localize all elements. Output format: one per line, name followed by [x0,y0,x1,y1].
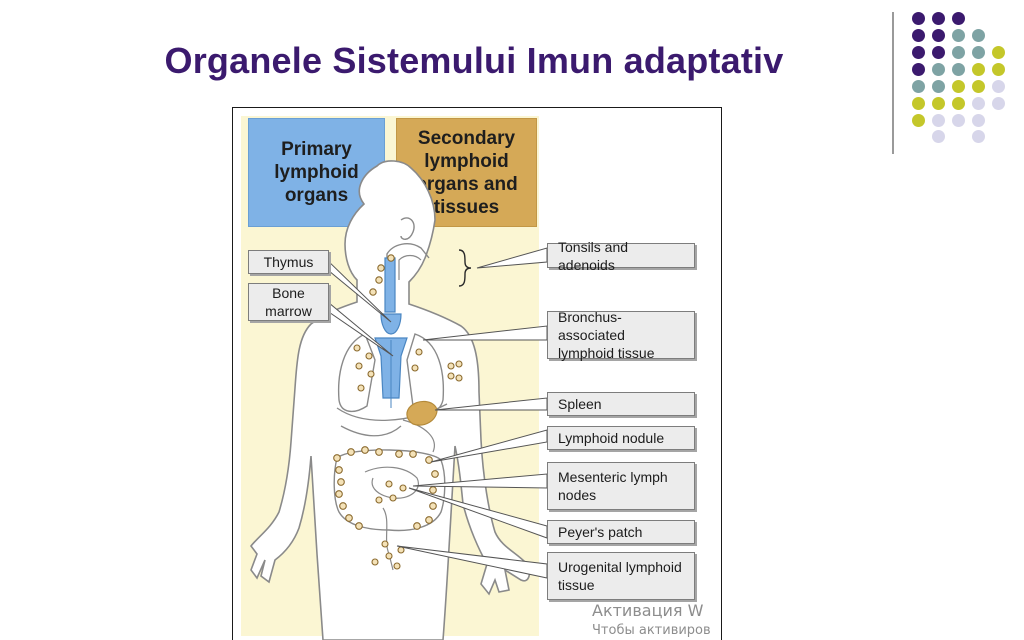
label-lymphoid-nodule: Lymphoid nodule [547,426,695,450]
airway-outline [386,243,430,276]
spleen-shape [406,400,438,426]
lymph-node-dots [333,254,463,570]
label-bronchus-associated-lymphoid-tissue: Bronchus-associated lymphoid tissue [547,309,695,361]
decorative-dot-grid [908,8,1018,143]
label-tonsils-adenoids: Tonsils and adenoids [547,239,695,273]
body-outline [249,160,531,640]
title-divider-line [892,12,894,154]
watermark-line-2: Чтобы активиров [592,623,711,638]
slide-title: Organele Sistemului Imun adaptativ [164,40,784,81]
lymphoid-organs-figure: Primary lymphoid organs Secondary lympho… [232,107,722,640]
thymus-shape [380,313,402,335]
label-urogenital-lymphoid-tissue: Urogenital lymphoid tissue [547,552,695,600]
label-mesenteric-lymph-nodes: Mesenteric lymph nodes [547,462,695,510]
label-thymus: Thymus [248,250,329,274]
tonsil-bracket [458,249,472,287]
label-peyers-patch: Peyer's patch [547,520,695,544]
label-spleen: Spleen [547,392,695,416]
activation-watermark: Активация W Чтобы активиров [592,600,724,639]
ear-outline [400,217,415,240]
watermark-line-1: Активация W [592,601,704,620]
trachea-shape [384,257,396,313]
label-bone-marrow: Bone marrow [248,283,329,321]
